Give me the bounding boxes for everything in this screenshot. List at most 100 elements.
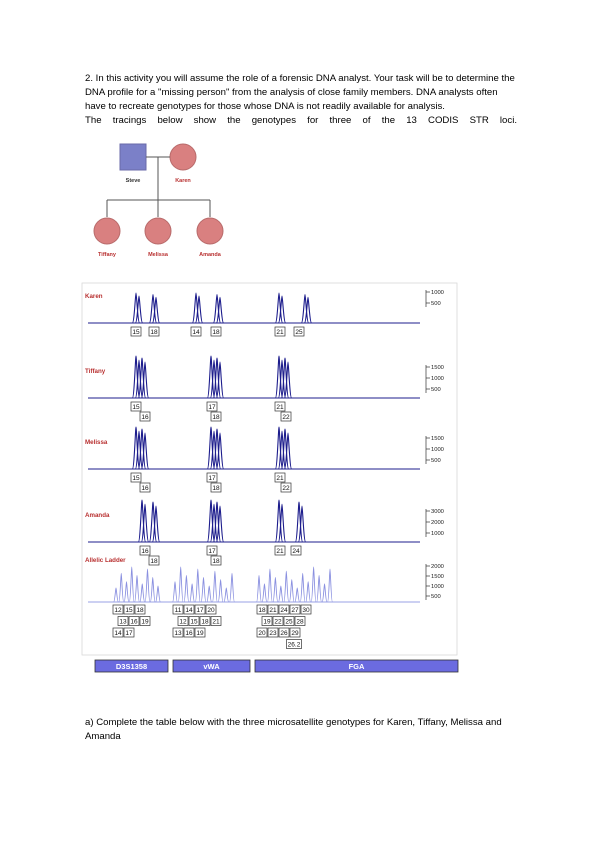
- pedigree-child-circle: [196, 217, 224, 245]
- peak-fga-shoulder: [283, 432, 293, 470]
- allele-box-border: [112, 627, 124, 638]
- ladder-box-fga: 26: [278, 627, 290, 638]
- allele-box-label: 15: [132, 404, 140, 411]
- allele-box-border: [183, 604, 195, 615]
- peak-d3-shoulder: [140, 432, 150, 470]
- scale-tick-label: 500: [431, 458, 441, 464]
- ladder-box-fga: 28: [294, 616, 306, 626]
- ladder-peak: [172, 581, 178, 603]
- ladder-peak: [321, 583, 328, 603]
- peak-fga-shoulder: [277, 430, 287, 470]
- allele-box-label: 18: [212, 414, 220, 421]
- pedigree-label-father: Steve: [126, 178, 141, 184]
- allele-box-d3: 16: [139, 545, 151, 556]
- allele-box-label: 14: [114, 630, 122, 637]
- allele-box-border: [256, 627, 268, 638]
- allele-box-border: [210, 616, 222, 626]
- allele-box-label: 21: [276, 475, 284, 482]
- allele-box-label: 15: [132, 475, 140, 482]
- locus-bar: [94, 659, 169, 673]
- ladder-peak: [272, 577, 279, 603]
- allele-box-fga: 22: [280, 411, 292, 422]
- ladder-box-fga: 27: [289, 604, 301, 615]
- allele-box-border: [289, 604, 301, 615]
- allele-box-border: [294, 616, 306, 626]
- peak-fga-shoulder: [303, 296, 313, 324]
- ladder-box-fga: 21: [267, 604, 279, 615]
- allele-box-border: [267, 627, 279, 638]
- scale-tick-label: 3000: [431, 509, 444, 515]
- ladder-box-d3: 18: [134, 604, 146, 615]
- allele-box-label: 14: [185, 607, 193, 614]
- ladder-peak: [200, 577, 207, 603]
- ladder-box-fga: 23: [267, 627, 279, 638]
- peak-vwa: [206, 426, 216, 470]
- peak-fga: [280, 357, 290, 399]
- peak-fga-shoulder: [277, 295, 287, 324]
- scale-tick-label: 1000: [431, 290, 444, 296]
- allele-box-vwa: 18: [210, 411, 222, 422]
- ladder-box-vwa: 11: [172, 604, 184, 615]
- peak-d3-shoulder: [140, 503, 150, 543]
- allele-box-label: 18: [201, 619, 209, 626]
- peak-vwa: [212, 293, 222, 324]
- allele-box-vwa: 17: [206, 472, 218, 483]
- ladder-peak: [229, 572, 235, 603]
- ladder-box-fga: 29: [289, 627, 301, 638]
- allele-box-vwa: 18: [210, 482, 222, 493]
- allele-box-vwa: 17: [206, 545, 218, 556]
- ladder-peak: [299, 572, 306, 603]
- ladder-box-fga: 22: [272, 616, 284, 626]
- ladder-peak: [223, 587, 230, 603]
- ladder-peak: [305, 581, 312, 603]
- allele-box-d3: 15: [130, 472, 142, 483]
- scale-tick-label: 500: [431, 301, 441, 307]
- allele-box-border: [148, 555, 160, 566]
- allele-box-label: 27: [291, 607, 299, 614]
- ladder-peak: [277, 585, 284, 603]
- allele-box-label: 25: [295, 329, 303, 336]
- peak-fga: [300, 293, 310, 324]
- scale-tick-label: 2000: [431, 520, 444, 526]
- allele-box-vwa: 18: [210, 326, 222, 337]
- ladder-peak: [206, 585, 213, 603]
- peak-d3: [137, 499, 147, 543]
- locus-bar: [254, 659, 459, 673]
- peak-vwa-shoulder: [194, 295, 204, 324]
- ladder-peak: [261, 583, 268, 603]
- ladder-peak: [118, 572, 125, 603]
- allele-box-border: [172, 627, 184, 638]
- allele-box-border: [206, 472, 218, 483]
- peak-fga-shoulder: [277, 359, 287, 399]
- allele-box-border: [188, 616, 200, 626]
- allele-box-label: 18: [212, 329, 220, 336]
- ladder-peak: [283, 570, 290, 603]
- ladder-peak: [123, 581, 130, 603]
- allele-box-fga: 25: [293, 326, 305, 337]
- allele-box-border: [194, 604, 206, 615]
- peak-d3-shoulder: [134, 359, 144, 399]
- peak-fga: [294, 501, 304, 543]
- allele-box-label: 21: [212, 619, 220, 626]
- allele-box-label: 19: [263, 619, 271, 626]
- allele-box-d3: 15: [130, 401, 142, 412]
- ladder-name-label: Allelic Ladder: [85, 557, 126, 564]
- peak-fga: [280, 428, 290, 470]
- locus-bar: [172, 659, 251, 673]
- allele-box-border: [172, 604, 184, 615]
- pedigree-female-circle: [169, 143, 197, 171]
- ladder-peak: [194, 568, 201, 603]
- allele-box-label: 19: [141, 619, 149, 626]
- allele-box-label: 16: [141, 414, 149, 421]
- ladder-box-vwa: 14: [183, 604, 195, 615]
- intro-text: 2. In this activity you will assume the …: [85, 72, 517, 128]
- trace-name-label: Karen: [85, 293, 103, 300]
- scale-tick-label: 1500: [431, 436, 444, 442]
- allele-box-border: [139, 482, 151, 493]
- allele-box-label: 18: [150, 329, 158, 336]
- scale-tick-label: 1000: [431, 584, 444, 590]
- allele-box-label: 21: [276, 548, 284, 555]
- peak-vwa-shoulder: [215, 296, 225, 324]
